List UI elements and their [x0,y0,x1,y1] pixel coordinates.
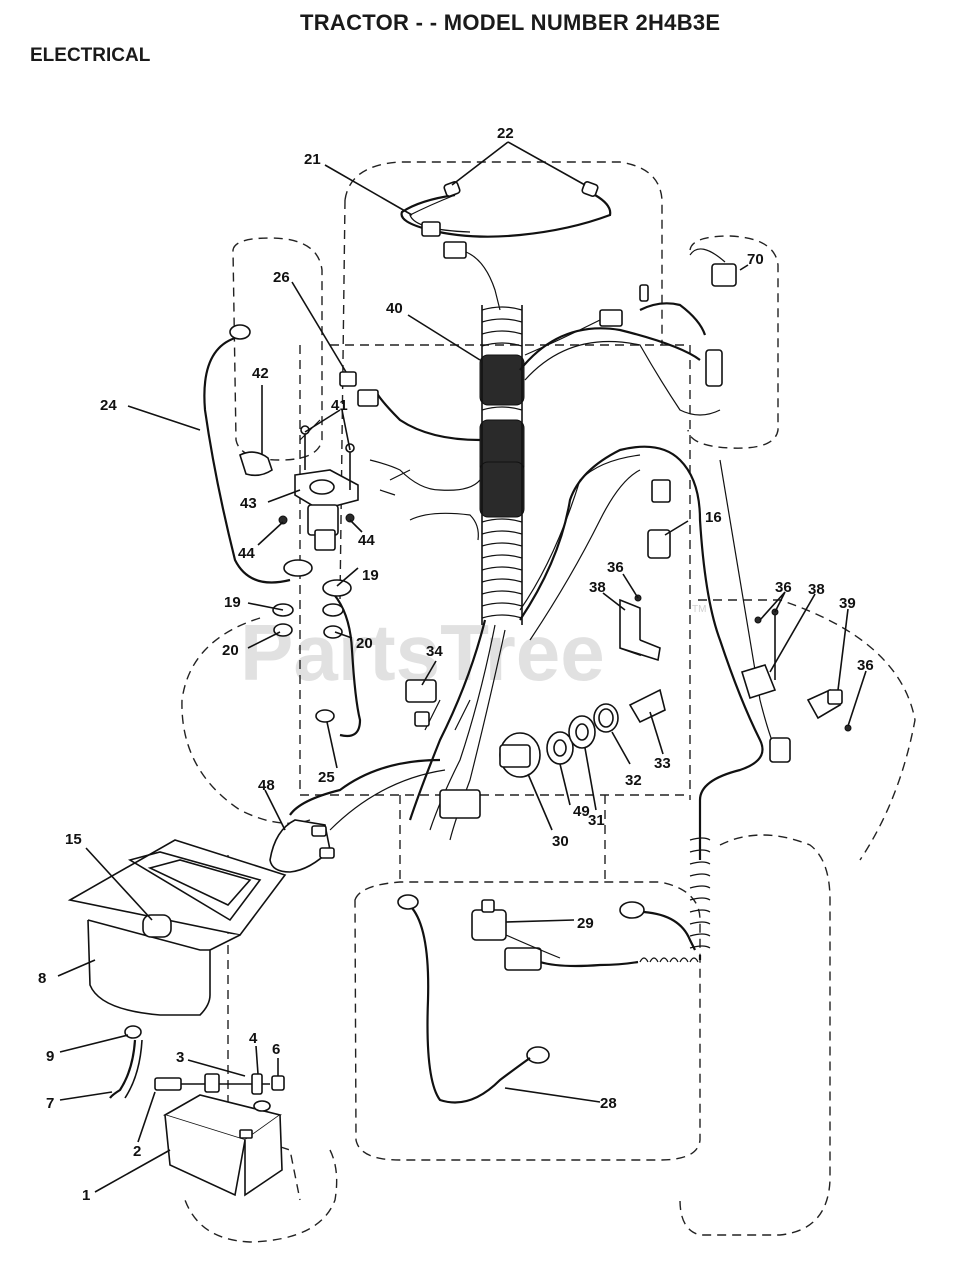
cable-29-ring [619,901,696,951]
callout-21: 21 [304,151,321,168]
callout-42: 42 [252,365,269,382]
callout-34: 34 [426,643,443,660]
tractor-outline [181,161,916,1243]
battery-hardware [154,1073,285,1095]
solenoid-43 [278,425,359,551]
callout-20a: 20 [222,642,239,659]
section-title: ELECTRICAL [30,45,151,66]
callout-44a: 44 [238,545,255,562]
callout-30: 30 [552,833,569,850]
callout-33: 33 [654,755,671,772]
battery-1 [163,1094,283,1197]
leader-lines [57,141,867,1193]
callout-31: 31 [588,812,605,829]
callout-22: 22 [497,125,514,142]
callout-16: 16 [705,509,722,526]
callout-32: 32 [625,772,642,789]
callout-43: 43 [240,495,257,512]
bracket-38-right [740,608,779,700]
callout-44b: 44 [358,532,375,549]
callout-1: 1 [82,1187,90,1204]
callout-20b: 20 [356,635,373,652]
callout-38a: 38 [589,579,606,596]
headlight-harness [400,181,612,311]
callout-labels: 22 21 70 26 40 42 24 41 43 44 44 16 19 1… [38,125,874,1204]
harness-end-connector [769,737,791,763]
callout-19b: 19 [362,567,379,584]
callout-28: 28 [600,1095,617,1112]
callout-3: 3 [176,1049,184,1066]
connector-70 [599,263,737,387]
callout-6: 6 [272,1041,280,1058]
battery-cable-24 [203,324,291,584]
callout-48: 48 [258,777,275,794]
harness-wires [289,248,781,860]
battery-box-8 [67,839,287,1016]
callout-38b: 38 [808,581,825,598]
callout-19a: 19 [224,594,241,611]
callout-26: 26 [273,269,290,286]
callout-4: 4 [249,1030,258,1047]
boot-48 [269,819,335,873]
bracket-38-left [619,594,661,662]
coil-cord [539,837,711,968]
switch-16 [647,479,671,559]
boot-42 [239,385,273,477]
switch-39 [806,688,852,732]
callout-24: 24 [100,397,117,414]
vent-hose [109,1025,143,1099]
connector-26 [339,371,379,407]
cable-25 [315,589,362,738]
main-harness-coil [479,305,525,625]
switch-34 [405,679,437,727]
callout-7: 7 [46,1095,54,1112]
callout-39: 39 [839,595,856,612]
callout-70: 70 [747,251,764,268]
callout-2: 2 [133,1143,141,1160]
callout-36c: 36 [857,657,874,674]
callout-25: 25 [318,769,335,786]
callout-40: 40 [386,300,403,317]
callout-41: 41 [331,397,348,414]
callout-8: 8 [38,970,46,987]
washers-19-20 [272,559,352,639]
callout-49: 49 [573,803,590,820]
callout-15: 15 [65,831,82,848]
watermark-tm: TM [692,604,706,615]
callout-36b: 36 [775,579,792,596]
callout-9: 9 [46,1048,54,1065]
page-title: TRACTOR - - MODEL NUMBER 2H4B3E [300,10,721,35]
relay-29 [471,899,561,971]
ground-cable-28 [397,894,550,1104]
ignition-switch-assembly [439,688,666,819]
callout-36a: 36 [607,559,624,576]
callout-29: 29 [577,915,594,932]
